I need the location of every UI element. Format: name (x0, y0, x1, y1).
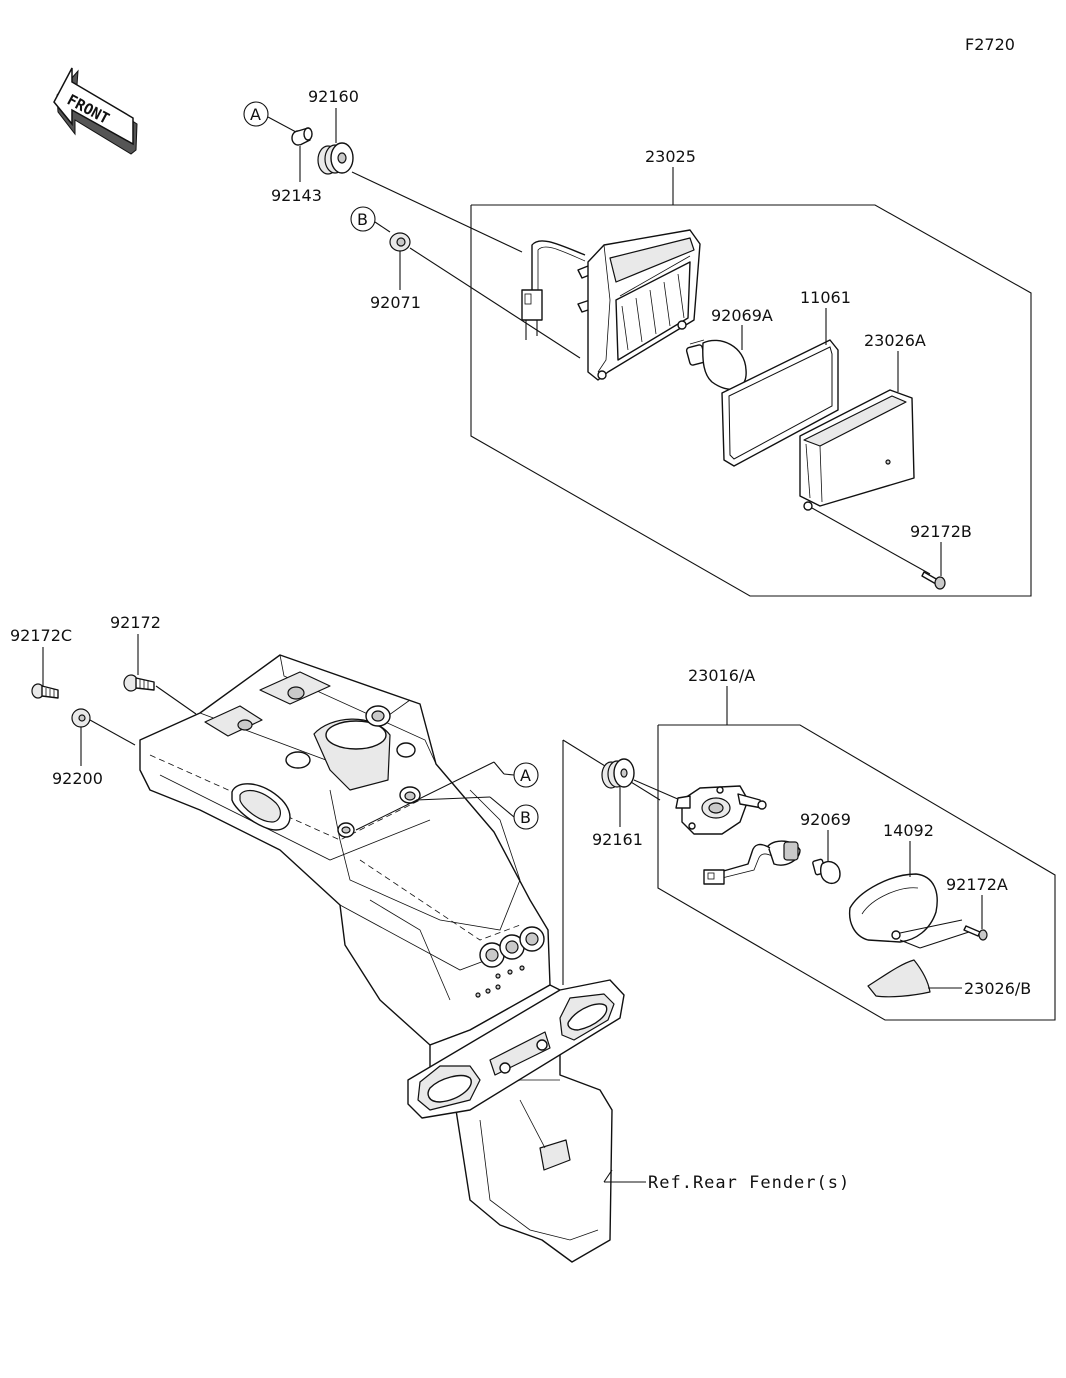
callout-b-top[interactable]: B (350, 206, 376, 232)
part-92161-grommet[interactable] (601, 758, 635, 789)
part-11061-label[interactable]: 11061 (800, 288, 851, 307)
part-92200-label[interactable]: 92200 (52, 769, 103, 788)
ref-rear-fender-note[interactable]: Ref.Rear Fender(s) (648, 1173, 850, 1193)
part-92161-label[interactable]: 92161 (592, 830, 643, 849)
assembly-23025-box (470, 204, 1032, 597)
part-92143-bushing[interactable] (291, 127, 313, 146)
part-23016A-label[interactable]: 23016/A (688, 666, 755, 685)
part-92172B-label[interactable]: 92172B (910, 522, 972, 541)
part-92172A-screw[interactable] (963, 925, 988, 941)
part-23025-label[interactable]: 23025 (645, 147, 696, 166)
part-92172-screw[interactable] (123, 674, 155, 692)
figure-code: F2720 (965, 35, 1015, 54)
callout-a-bracket[interactable]: A (513, 762, 539, 788)
callout-b-bracket[interactable]: B (513, 804, 539, 830)
part-92069-bulb[interactable] (812, 858, 841, 885)
rear-fender-bracket[interactable] (139, 654, 625, 1263)
part-92071-washer[interactable] (389, 232, 411, 252)
svg-text:B: B (357, 210, 368, 229)
part-92172-label[interactable]: 92172 (110, 613, 161, 632)
assembly-23016A-box (657, 724, 1056, 1021)
part-23026B-lens[interactable] (867, 959, 931, 998)
part-14092-label[interactable]: 14092 (883, 821, 934, 840)
callout-a-top[interactable]: A (243, 101, 269, 127)
svg-text:A: A (520, 766, 531, 785)
part-92069A-label[interactable]: 92069A (711, 306, 773, 325)
tail-lamp-housing[interactable] (521, 229, 701, 381)
front-arrow-icon: FRONT (53, 67, 138, 155)
part-92069A-bulb[interactable] (685, 339, 747, 390)
part-92069-label[interactable]: 92069 (800, 810, 851, 829)
svg-text:B: B (520, 808, 531, 827)
part-92160-label[interactable]: 92160 (308, 87, 359, 106)
part-92160-grommet[interactable] (317, 142, 354, 175)
part-92143-label[interactable]: 92143 (271, 186, 322, 205)
part-23026A-label[interactable]: 23026A (864, 331, 926, 350)
part-92172C-label[interactable]: 92172C (10, 626, 72, 645)
part-23026A-lens[interactable] (799, 389, 915, 511)
license-lamp-socket[interactable] (675, 785, 801, 885)
part-11061-gasket[interactable] (721, 339, 839, 467)
part-23026B-label[interactable]: 23026/B (964, 979, 1031, 998)
part-92172A-label[interactable]: 92172A (946, 875, 1008, 894)
part-92200-washer[interactable] (71, 708, 91, 728)
part-92172B-screw[interactable] (921, 571, 946, 590)
part-14092-cover[interactable] (848, 873, 938, 943)
part-92172C-screw[interactable] (31, 683, 59, 699)
svg-text:A: A (250, 105, 261, 124)
part-92071-label[interactable]: 92071 (370, 293, 421, 312)
